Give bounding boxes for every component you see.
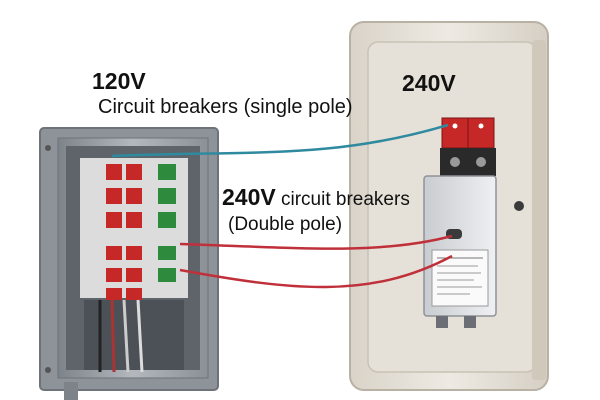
red-wire-bottom <box>179 254 453 289</box>
double-pole-breakers <box>440 117 496 176</box>
screw-icon <box>45 145 51 151</box>
right-voltage-label: 240V <box>402 70 456 96</box>
double-caption-line2: (Double pole) <box>228 214 343 235</box>
left-voltage-label: 120V <box>92 68 146 94</box>
red-wire-top <box>179 234 453 250</box>
screw-icon <box>45 367 51 373</box>
teal-wire <box>111 123 449 158</box>
double-caption-suffix: circuit breakers <box>275 189 410 210</box>
latch-icon <box>514 201 524 211</box>
double-caption: 240V circuit breakers <box>222 184 410 211</box>
disconnect-switch <box>423 175 497 328</box>
double-voltage-label: 240V <box>222 184 276 210</box>
left-caption: Circuit breakers (single pole) <box>98 96 353 118</box>
single-pole-breakers <box>80 158 188 373</box>
